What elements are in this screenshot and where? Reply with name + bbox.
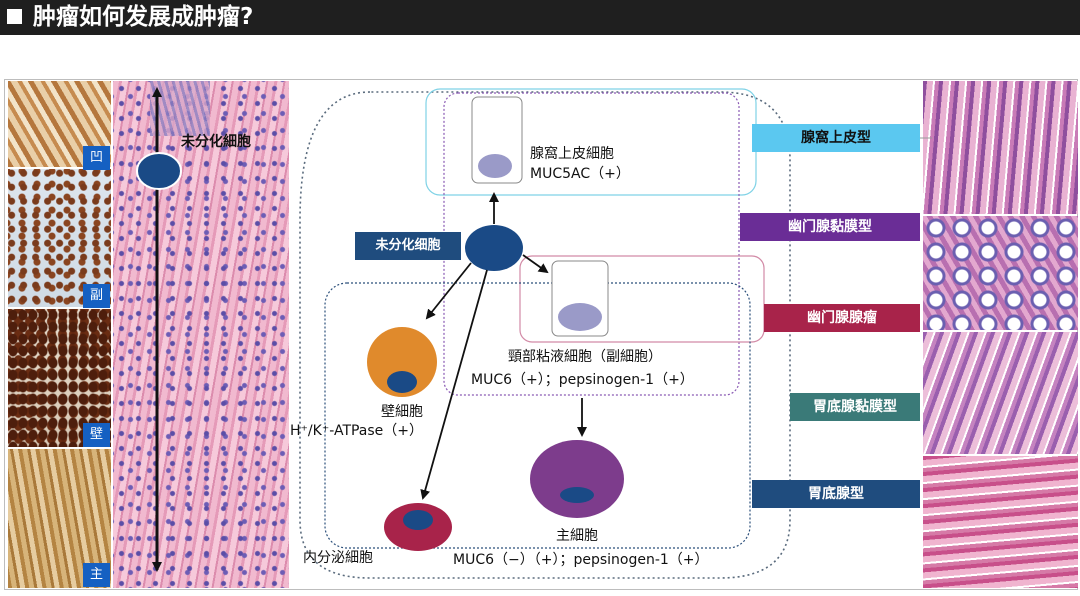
histology-fundic-mucosa-type [923, 332, 1078, 454]
fundic-box-dotted [324, 282, 751, 549]
undiff-cell-micro [136, 152, 182, 190]
parietal-cell-name: 壁細胞 [381, 404, 423, 420]
parietal-cell-marker: H⁺/K⁺-ATPase（+） [290, 423, 424, 439]
stain-label-chief: 主 [83, 563, 110, 587]
stain-label-parietal: 壁 [83, 423, 110, 447]
foveolar-cell-marker: MUC5AC（+） [530, 166, 630, 182]
parietal-cell-nucleus [387, 371, 417, 393]
undiff-cell-label: 未分化细胞 [355, 232, 461, 260]
tag-fundic-type: 胃底腺型 [752, 480, 920, 508]
histology-pyloric-mucosa-type [923, 216, 1078, 330]
arrow-to-mucous-neck [522, 254, 549, 274]
arrow-to-parietal [425, 262, 472, 320]
header-bar: 肿瘤如何发展成肿瘤? [0, 0, 1080, 35]
page-title: 肿瘤如何发展成肿瘤? [33, 4, 254, 30]
bullet-square-icon [7, 9, 22, 24]
tag-pyloric-mucosa-type: 幽门腺黏膜型 [740, 213, 920, 241]
mucous-neck-cell-marker: MUC6（+）；pepsinogen-1（+） [471, 372, 694, 388]
parietal-cell [367, 327, 437, 397]
chief-cell [530, 440, 624, 518]
stain-label-fovea: 凹 [83, 146, 110, 170]
stain-label-accessory: 副 [83, 284, 110, 308]
arrow-to-endocrine [420, 269, 488, 500]
chief-cell-name: 主細胞 [556, 528, 598, 544]
endocrine-cell-nucleus [403, 510, 433, 530]
foveolar-cell-name: 腺窩上皮細胞 [530, 146, 614, 162]
undiff-cell-central [465, 225, 523, 271]
histology-foveolar-type [923, 81, 1078, 214]
tag-pyloric-adenoma: 幽门腺腺瘤 [764, 304, 920, 332]
adenoma-box [519, 255, 765, 343]
mucous-neck-cell-nucleus [558, 303, 602, 331]
histology-fundic-type [923, 456, 1078, 588]
foveolar-cell-nucleus [478, 154, 512, 178]
endocrine-cell-name: 内分泌細胞 [303, 550, 373, 566]
micro-undiff-label: 未分化細胞 [181, 134, 251, 150]
tag-foveolar-type: 腺窩上皮型 [752, 124, 920, 152]
chief-cell-nucleus [560, 487, 594, 503]
mucous-neck-cell-name: 頸部粘液細胞（副細胞） [508, 349, 662, 365]
pyloric-box-dotted [443, 92, 740, 396]
tag-fundic-mucosa-type: 胃底腺黏膜型 [790, 393, 920, 421]
chief-cell-marker: MUC6（−）（+）；pepsinogen-1（+） [453, 552, 709, 568]
